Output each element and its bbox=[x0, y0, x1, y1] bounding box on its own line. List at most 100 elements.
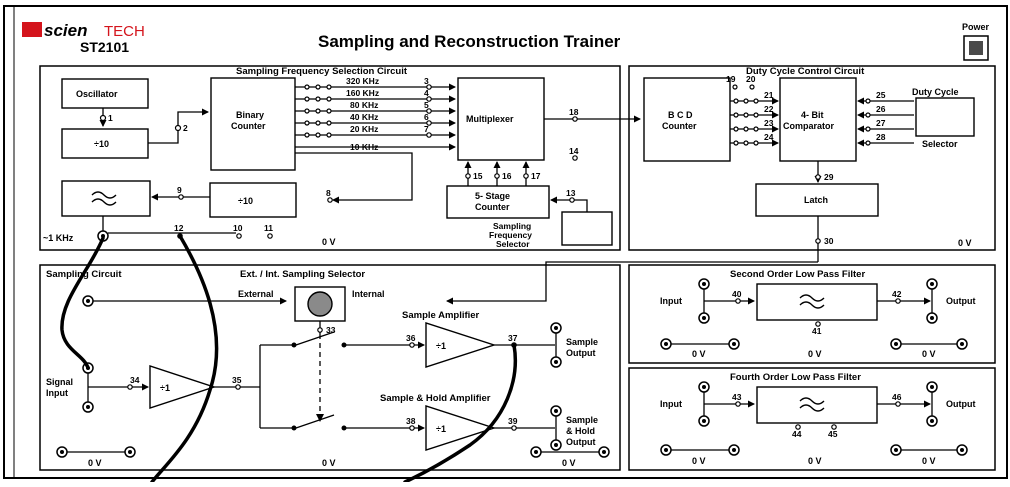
patch-cords[interactable] bbox=[60, 234, 518, 484]
pin-25-label: 25 bbox=[876, 90, 886, 100]
fourth-lpf-ground-sockets[interactable] bbox=[660, 444, 968, 456]
pin-2[interactable] bbox=[174, 124, 182, 132]
pin-42-label: 42 bbox=[892, 289, 902, 299]
pin-1[interactable] bbox=[99, 114, 107, 122]
pin-36-label: 36 bbox=[406, 333, 416, 343]
fourth-lpf-tilde-icon bbox=[799, 397, 825, 405]
brand-mark-icon bbox=[22, 22, 42, 37]
pin-15-label: 15 bbox=[473, 171, 483, 181]
oscillator-label: Oscillator bbox=[76, 89, 118, 99]
pin-11[interactable] bbox=[267, 233, 273, 239]
patch-cord-pin12[interactable] bbox=[150, 234, 219, 484]
second-lpf-input-label: Input bbox=[660, 296, 682, 306]
duty-cycle-selector-switch[interactable] bbox=[915, 97, 975, 137]
pin-19[interactable] bbox=[732, 84, 738, 90]
pin-39-label: 39 bbox=[508, 416, 518, 426]
panel-border bbox=[3, 5, 1008, 479]
pin-13[interactable] bbox=[569, 197, 575, 203]
sampling-ground-label-3: 0 V bbox=[562, 458, 576, 468]
stage-counter-label-2: Counter bbox=[475, 202, 510, 212]
bcd-counter-block bbox=[643, 77, 731, 162]
brand-text-right: TECH bbox=[104, 23, 145, 40]
frequency-section-title: Sampling Frequency Selection Circuit bbox=[236, 66, 408, 77]
second-lpf-ground-sockets[interactable] bbox=[660, 338, 968, 350]
frequency-switch-contacts[interactable] bbox=[304, 84, 332, 138]
selector-title: Ext. / Int. Sampling Selector bbox=[240, 269, 365, 280]
freq-pin-contacts[interactable] bbox=[426, 84, 432, 138]
pin-15[interactable] bbox=[465, 173, 471, 179]
pin-46[interactable] bbox=[895, 401, 901, 407]
power-label: Power bbox=[962, 22, 990, 32]
pin-35[interactable] bbox=[235, 384, 241, 390]
pin-10[interactable] bbox=[236, 233, 242, 239]
pin-40-label: 40 bbox=[732, 289, 742, 299]
sample-output-label-2: Output bbox=[566, 348, 596, 358]
pin-17[interactable] bbox=[523, 173, 529, 179]
pin-22-label: 22 bbox=[764, 104, 774, 114]
pin-29-label: 29 bbox=[824, 172, 834, 182]
fourth-lpf-title: Fourth Order Low Pass Filter bbox=[730, 372, 861, 383]
pin-16[interactable] bbox=[494, 173, 500, 179]
pin-38[interactable] bbox=[409, 425, 415, 431]
pin-33-label: 33 bbox=[326, 325, 336, 335]
pin-18[interactable] bbox=[572, 116, 578, 122]
pin-34-label: 34 bbox=[130, 375, 140, 385]
freq-label-160khz: 160 KHz bbox=[346, 88, 379, 98]
pin-9-label: 9 bbox=[177, 185, 182, 195]
fourth-lpf-input-label: Input bbox=[660, 399, 682, 409]
pin-26-label: 26 bbox=[876, 104, 886, 114]
second-order-lpf-section: Second Order Low Pass Filter Input 40 42… bbox=[628, 264, 996, 364]
latch-to-selector-wire bbox=[446, 261, 818, 305]
patch-cord-1khz-to-signal[interactable] bbox=[60, 236, 105, 370]
sh-amp-gain: ÷1 bbox=[436, 424, 446, 434]
freq-label-40khz: 40 KHz bbox=[350, 112, 378, 122]
second-lpf-ground-2: 0 V bbox=[808, 349, 822, 359]
signal-input-label-1: Signal bbox=[46, 377, 73, 387]
freq-selector-label-1: Sampling bbox=[493, 221, 531, 231]
sampling-ground-label-2: 0 V bbox=[322, 458, 336, 468]
duty-ground-label: 0 V bbox=[958, 238, 972, 248]
sampling-ground-sockets[interactable] bbox=[56, 446, 610, 458]
second-lpf-ground-3: 0 V bbox=[922, 349, 936, 359]
pin-20[interactable] bbox=[749, 84, 755, 90]
pin-43[interactable] bbox=[735, 401, 741, 407]
pin-43-label: 43 bbox=[732, 392, 742, 402]
comparator-input-pins[interactable] bbox=[865, 98, 871, 146]
power-button[interactable] bbox=[963, 35, 989, 61]
pin-34[interactable] bbox=[127, 384, 133, 390]
pin-29[interactable] bbox=[815, 174, 821, 180]
stage-counter-label-1: 5- Stage bbox=[475, 191, 510, 201]
pin-36[interactable] bbox=[409, 342, 415, 348]
approx-1khz-label: ~1 KHz bbox=[43, 233, 74, 243]
pin-42[interactable] bbox=[895, 298, 901, 304]
stage-counter-block bbox=[446, 185, 550, 219]
pin-8-label: 8 bbox=[326, 188, 331, 198]
pin-44[interactable] bbox=[795, 424, 801, 430]
pin-45[interactable] bbox=[831, 424, 837, 430]
pin-8[interactable] bbox=[327, 197, 333, 203]
pin-14[interactable] bbox=[572, 155, 578, 161]
pin-30[interactable] bbox=[815, 238, 821, 244]
duty-cycle-section: Duty Cycle Control Circuit B C D Counter… bbox=[628, 65, 996, 262]
bcd-output-pins[interactable] bbox=[733, 98, 759, 146]
pin-41[interactable] bbox=[815, 321, 821, 327]
selector-knob[interactable] bbox=[307, 291, 333, 317]
pin-39[interactable] bbox=[511, 425, 517, 431]
second-lpf-title: Second Order Low Pass Filter bbox=[730, 269, 865, 280]
freq-label-10khz: 10 KHz bbox=[350, 142, 378, 152]
brand-text-left: scien bbox=[44, 21, 87, 40]
internal-label: Internal bbox=[352, 289, 385, 299]
freq-ground-label: 0 V bbox=[322, 237, 336, 247]
pin-7-label: 7 bbox=[424, 124, 429, 134]
pin-44-label: 44 bbox=[792, 429, 802, 439]
pin-9[interactable] bbox=[178, 194, 184, 200]
pin-20-label: 20 bbox=[746, 74, 756, 84]
freq-label-20khz: 20 KHz bbox=[350, 124, 378, 134]
patch-cord-pin37[interactable] bbox=[403, 343, 518, 484]
pin-33[interactable] bbox=[317, 327, 323, 333]
fourth-order-lpf-section: Fourth Order Low Pass Filter Input 43 46… bbox=[628, 367, 996, 471]
sample-output-label-1: Sample bbox=[566, 337, 598, 347]
frequency-selector-switch[interactable] bbox=[561, 211, 613, 246]
pin-40[interactable] bbox=[735, 298, 741, 304]
